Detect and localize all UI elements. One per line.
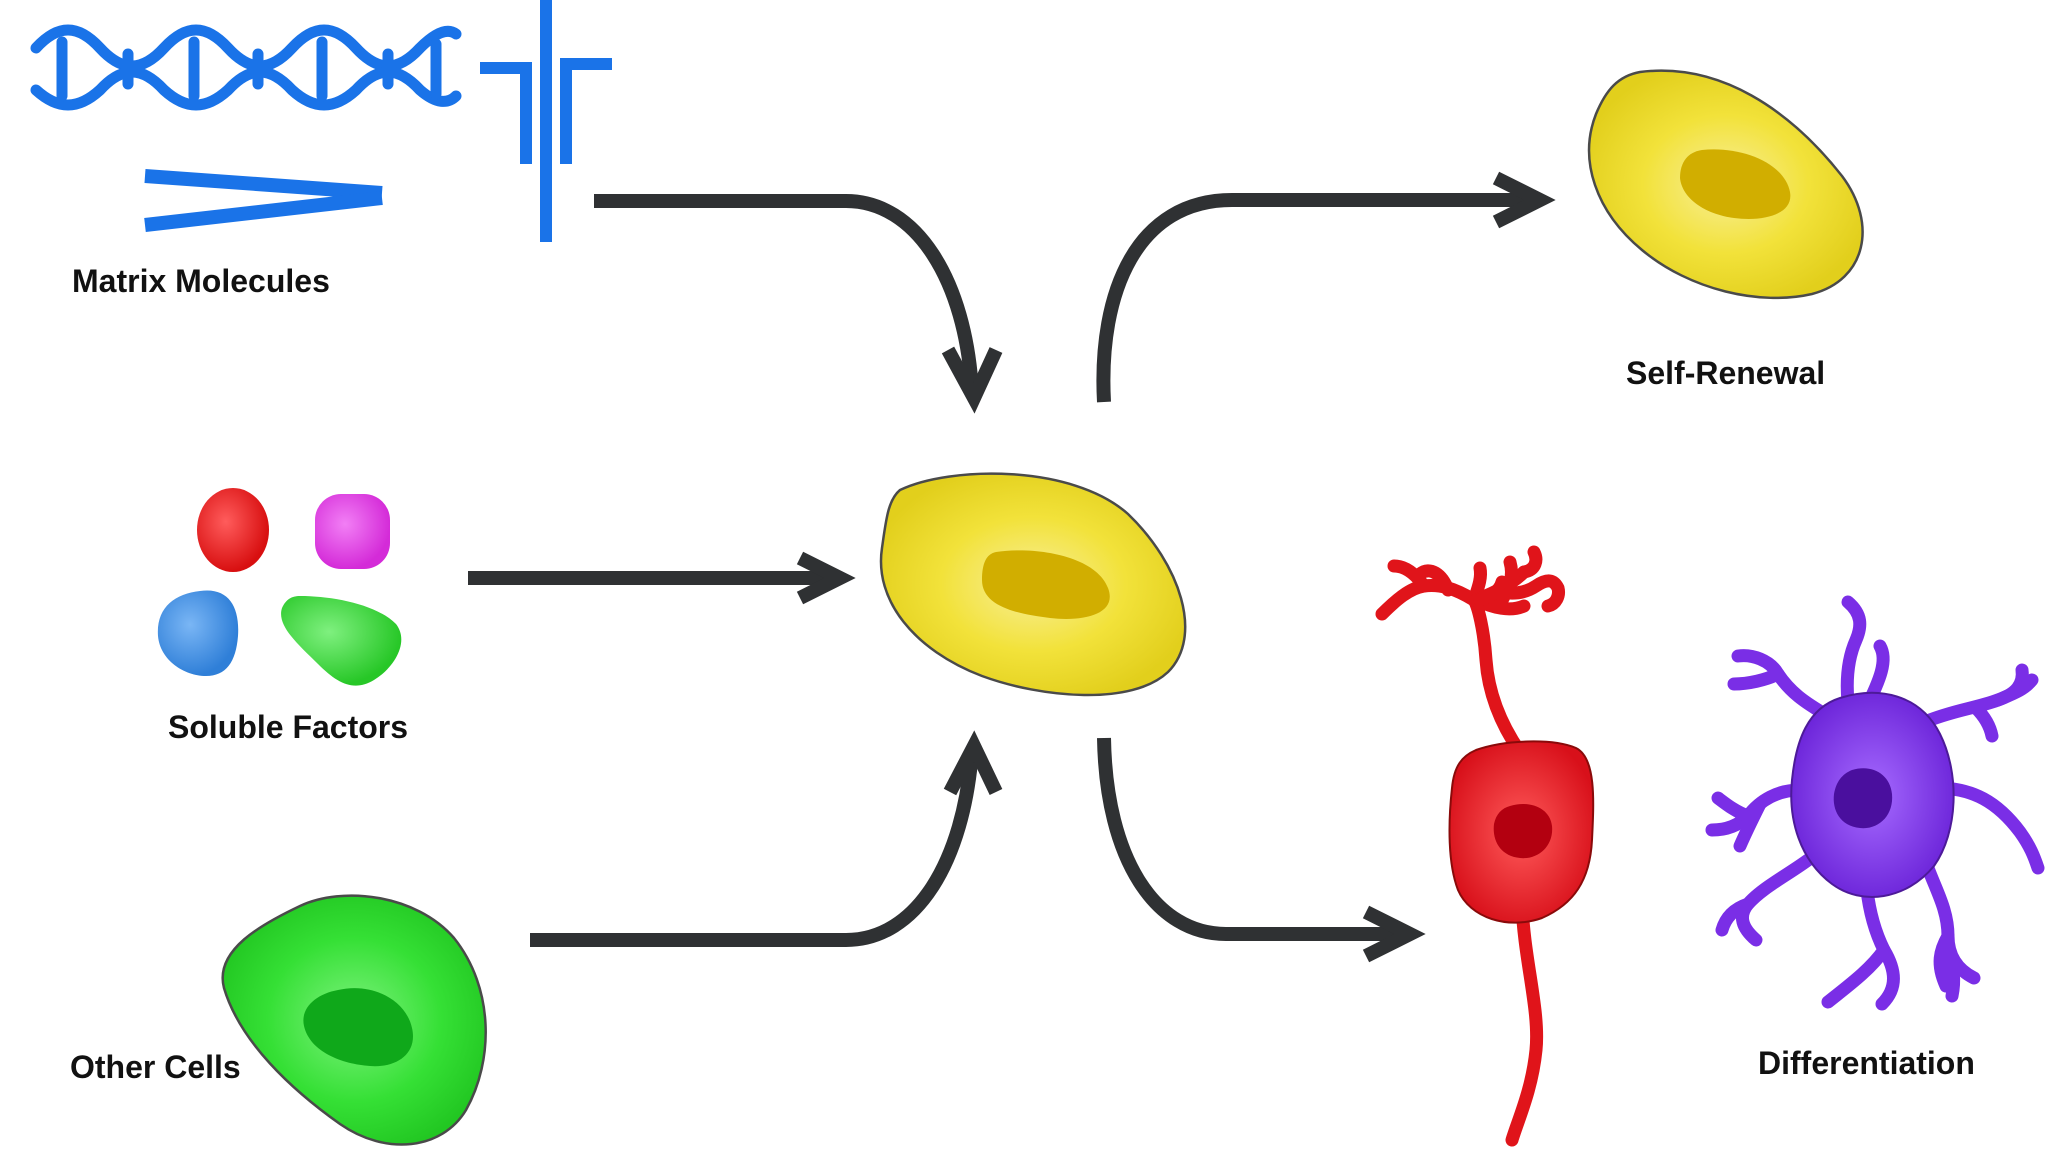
stem-cell-nucleus [982,550,1110,619]
stem-cell-group [879,472,1187,697]
stem-to-self-renewal-arrowhead [1492,171,1556,229]
glial-cell-nucleus [1833,768,1893,829]
arrows-group [468,171,1556,963]
other-cell-nucleus [303,988,413,1067]
factors-to-stem-arrowhead [796,551,856,605]
stem-to-self-renewal-arrow [1096,193,1536,403]
glial-processes [1705,595,2045,1011]
magenta-factor-icon [315,494,390,569]
stem-to-differentiation-arrowhead [1362,905,1426,963]
self-renewal-cell-nucleus [1680,149,1791,219]
matrix-to-stem-arrow [594,194,979,393]
glial-group: Differentiation [1705,595,2045,1081]
green-factor-icon [281,596,402,686]
collagen-fiber-icon [30,24,462,111]
neuron-group [1375,545,1595,1147]
self-renewal-label: Self-Renewal [1626,355,1825,391]
differentiation-label: Differentiation [1758,1045,1975,1081]
other-cells-label: Other Cells [70,1049,241,1085]
cells-to-stem-arrowhead [943,730,1003,796]
fibronectin-icon [144,169,383,232]
soluble-factors-label: Soluble Factors [168,709,408,745]
laminin-icon [480,0,612,242]
neuron-nucleus [1493,804,1553,859]
cells-to-stem-arrow [530,749,979,947]
other-cells-group: Other Cells [70,894,487,1146]
matrix-molecules-group: Matrix Molecules [30,0,612,299]
red-factor-icon [197,488,269,572]
neuron-processes [1375,545,1565,1147]
soluble-factors-group: Soluble Factors [157,488,408,745]
matrix-molecules-label: Matrix Molecules [72,263,330,299]
self-renewal-group: Self-Renewal [1587,69,1864,391]
matrix-to-stem-arrowhead [941,346,1003,414]
blue-factor-icon [157,590,239,676]
stem-to-differentiation-arrow [1097,737,1406,941]
